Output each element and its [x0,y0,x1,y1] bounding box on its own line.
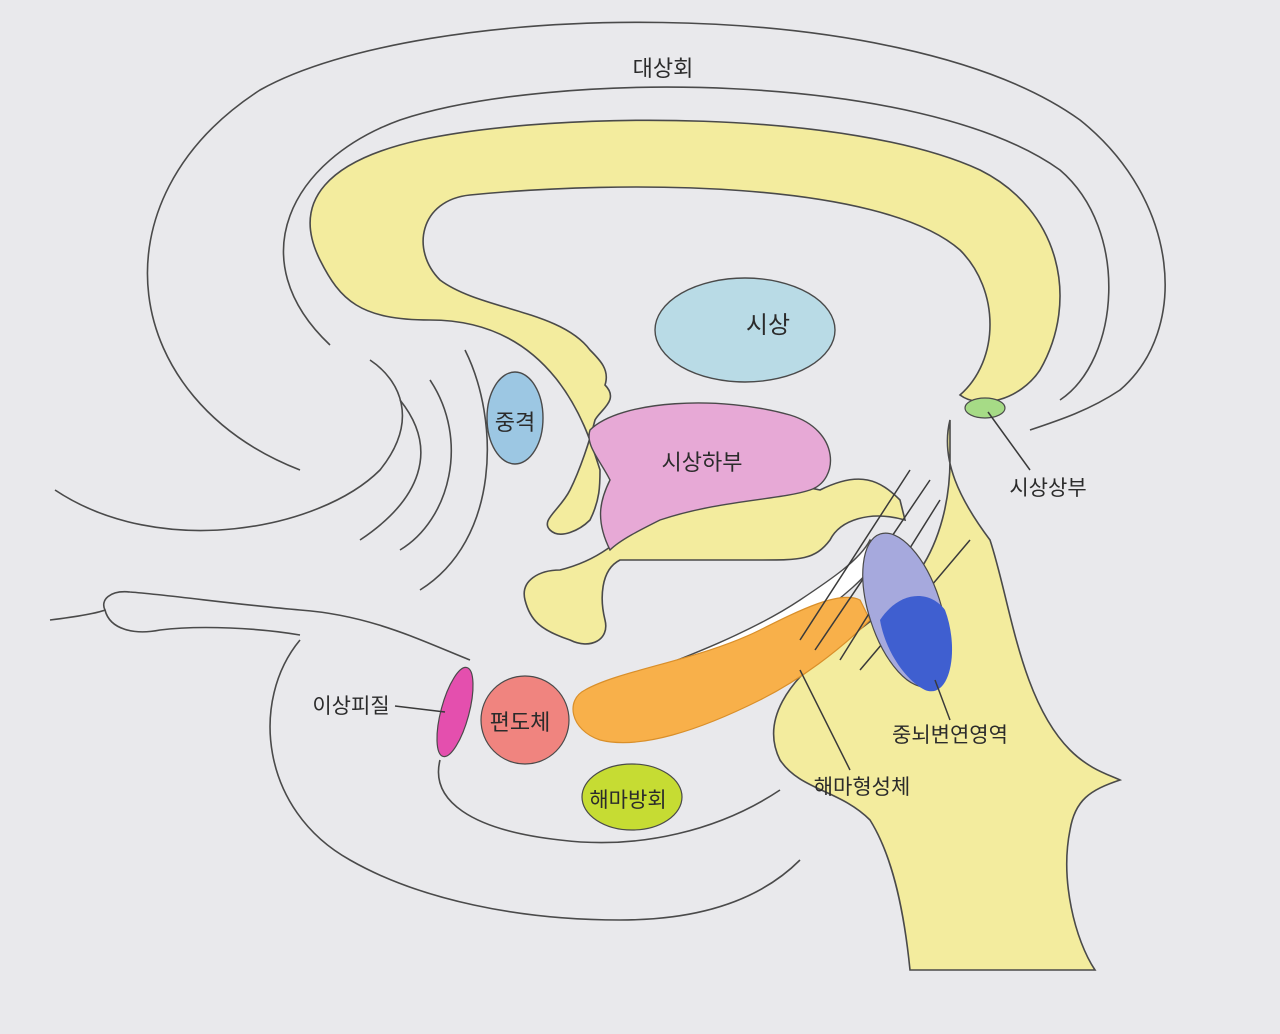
prepiriform-label: 이상피질 [312,694,389,718]
amygdala-label: 편도체 [490,711,551,736]
vta-region [862,532,953,692]
fornix-arch [309,119,1061,535]
vta-leader [934,679,951,721]
epithalamus-label: 시상상부 [1009,476,1086,500]
epithalamus-region [964,397,1006,419]
epithalamus-leader [987,411,1031,471]
septum-region [486,371,544,465]
amygdala-region [480,675,570,765]
hippocampal-formation-label: 해마형성체 [814,775,911,799]
cingulate-gyrus-label: 대상회 [633,57,694,82]
cortex-outlines [49,21,1166,921]
prepiriform-leader [394,705,446,713]
hippocampal-formation-leader [799,669,851,771]
hypothalamus-region [588,402,832,552]
parahippocampal-label: 해마방회 [589,788,666,812]
hippocampus [572,596,871,744]
thalamus-label: 시상 [746,311,790,339]
septum-label: 중격 [495,411,535,436]
vta-label: 중뇌변연영역 [892,723,1008,747]
thalamus-region [654,277,836,383]
prepiriform-cortex-region [436,666,474,758]
parahippocampal-region [581,763,683,831]
hypothalamus-label: 시상하부 [662,451,743,476]
